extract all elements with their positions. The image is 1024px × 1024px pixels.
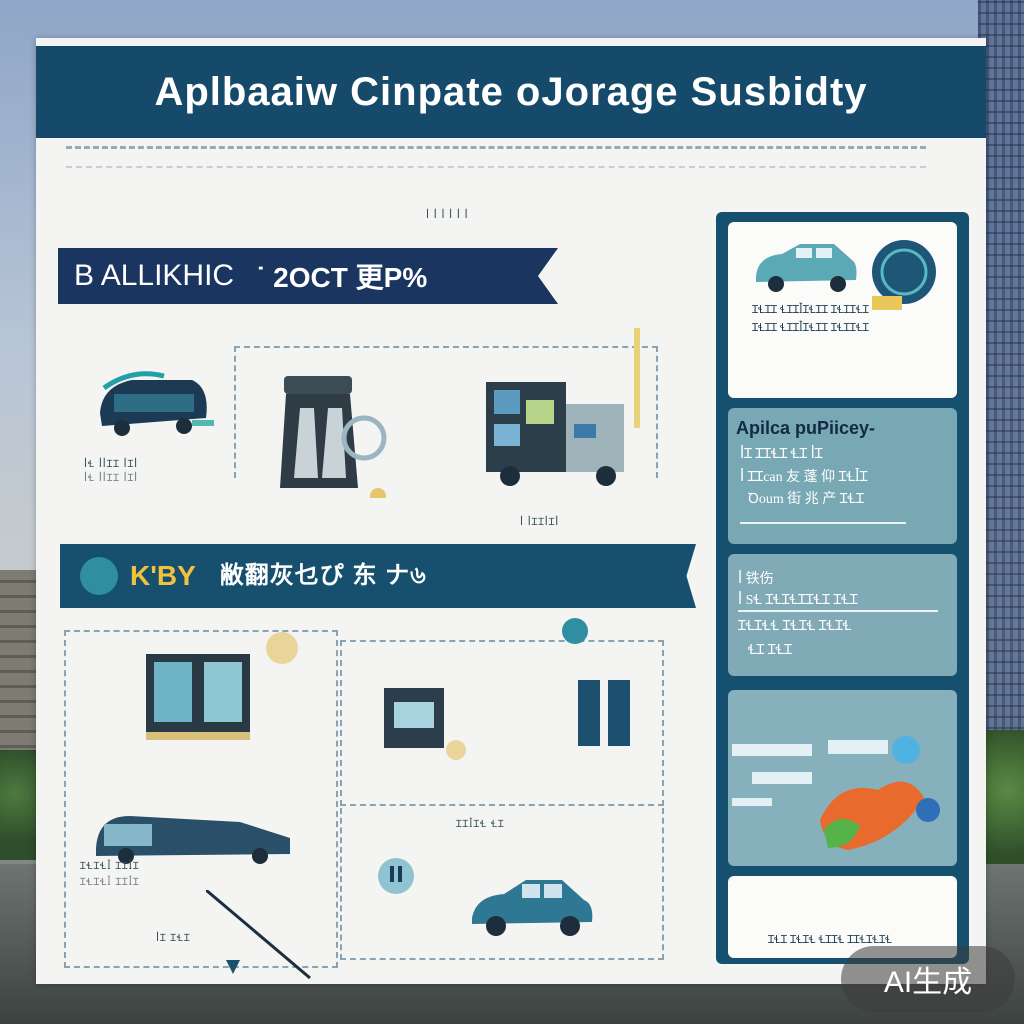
trees-background [0,750,36,860]
electric-bus-icon [96,816,290,864]
globe-icon [872,240,936,310]
circle-icon [80,557,118,595]
ribbon-right-text: ˙ 2OCT 更P% [256,262,428,293]
car-icon [472,880,593,936]
poster-title: Aplbaaiw Cinpate oJorage Susbidty [154,69,868,114]
caption-text: ꞮꞭꞮꞭꟾ ꞮꞮꟾꞮ [80,877,140,888]
card-title: Apilca puPiicey- [736,418,876,438]
card-text: ꞮꞭꞮ ꞮꞭꞮꞭ ꞭꞮꞮꞭ ꞮꞮꞭꞮꞭꞮꞭ [768,934,892,946]
decorative-line-icon [634,328,640,428]
divider [738,610,938,612]
ribbon-badge-text: K'BY [130,560,196,591]
dot-icon [266,632,298,664]
section-ribbon-2: K'BY 敝翻灰乜ぴ 东 ナ৬ [60,544,696,608]
ai-generated-badge: AI生成 [841,946,1015,1012]
ribbon-left-text: B ALLIKHIC [74,259,235,292]
car-icon [756,244,857,292]
generator-icon [384,688,466,760]
card-line: Ꝺoum 街 兆 产 ꞮꞭꞮ [748,492,864,507]
trees-background [984,730,1024,880]
diagonal-line-icon [206,890,311,980]
card-line: ꟾ 铁伤 [738,572,774,587]
diagram-frame [340,808,664,960]
battery-storage-icon [146,654,250,740]
diagram-frame [340,640,664,806]
divider [740,522,906,524]
card-line: ꞮꞭꞮꞭꞭ ꞮꞭꞮꞭ ꞮꞭꞮꞭ [738,619,852,634]
infographic-poster: Aplbaaiw Cinpate oJorage Susbidty ꟾ ꟾ ꟾ … [36,38,986,984]
title-banner: Aplbaaiw Cinpate oJorage Susbidty [36,46,986,138]
section-ribbon-1: B ALLIKHIC ˙ 2OCT 更P% [58,248,558,304]
diagram-frame [234,346,658,478]
info-card: ꞮꞭꞮ ꞮꞭꞮꞭ ꞭꞮꞮꞭ ꞮꞮꞭꞮꞭꞮꞭ [728,876,957,958]
card-line: ꟾꞮ ꞮꞮꞭꞮ ꞭꞮ ꟾꞮ [740,447,823,462]
diagram-frame [64,630,338,968]
plug-icon [378,858,414,894]
card-line: ꟾ ꞮꞮcan 友 蓬 仰 ꞮꞭꟾꞮ [740,470,868,485]
battery-icon [578,680,630,746]
card-line: ꞭꞮ ꞮꞭꞮ [748,643,792,658]
info-card: ꟾ 铁伤 ꟾ SꞭ ꞮꞭꞮꞭꞮꞮꞭꞮ ꞮꞭꞮ ꞮꞭꞮꞭꞭ ꞮꞭꞮꞭ ꞮꞭꞮꞭ Ɬ… [728,554,957,676]
card-line: ꟾ SꞭ ꞮꞭꞮꞭꞮꞮꞭꞮ ꞮꞭꞮ [738,593,858,608]
divider [66,166,926,168]
info-card: ꞮꞭꞮꞮ ꞭꞮꞮꟾꞮꞭꞮꞮ ꞮꞭꞮꞮꞭꞮ ꞮꞭꞮꞮ ꞭꞮꞮꟾꞮꞭꞮꞮ ꞮꞭꞮꞮꞭ… [728,222,957,398]
building-icon [486,382,624,486]
card-text: ꞮꞭꞮꞮ ꞭꞮꞮꟾꞮꞭꞮꞮ ꞮꞭꞮꞮꞭꞮ [752,322,869,334]
scribble-text: ꟾ ꟾ ꟾ ꟾ ꟾ ꟾ [426,210,469,221]
dot-icon [562,618,588,644]
policy-card: Apilca puPiicey- ꟾꞮ ꞮꞮꞭꞮ ꞭꞮ ꟾꞮ ꟾ ꞮꞮcan 友… [728,408,957,544]
caption-text: ꞮꞭꞮꞭꟾ ꞮꞮꟾꞮ [80,861,140,872]
bus-icon [100,371,214,436]
badge-label: AI生成 [883,966,973,999]
caption-text: ꟾꞭ ꟾꟾꞮꞮ ꟾꞮꟾ [84,473,139,484]
caption-text: ꞮꞮꟾꞮꞭ ꞭꞮ [456,819,505,830]
chart-card [728,690,957,866]
flow-graphic-icon [732,736,940,850]
ribbon-text: 敝翻灰乜ぴ 东 ナ৬ [219,562,427,589]
card-text: ꞮꞭꞮꞮ ꞭꞮꞮꟾꞮꞭꞮꞮ ꞮꞭꞮꞮꞭꞮ [752,304,869,316]
divider [66,146,926,149]
charging-station-icon [280,376,387,498]
caption-text: ꟾꞮ ꞮꞭꞮ [156,933,191,944]
sidebar-panel: ꞮꞭꞮꞮ ꞭꞮꞮꟾꞮꞭꞮꞮ ꞮꞭꞮꞮꞭꞮ ꞮꞭꞮꞮ ꞭꞮꞮꟾꞮꞭꞮꞮ ꞮꞭꞮꞮꞭ… [716,212,969,964]
caption-text: ꟾ ꟾꞮꞮꟾꞮꟾ [520,517,560,528]
caption-text: ꟾꞭ ꟾꟾꞮꞮ ꟾꞮꟾ [84,459,139,470]
